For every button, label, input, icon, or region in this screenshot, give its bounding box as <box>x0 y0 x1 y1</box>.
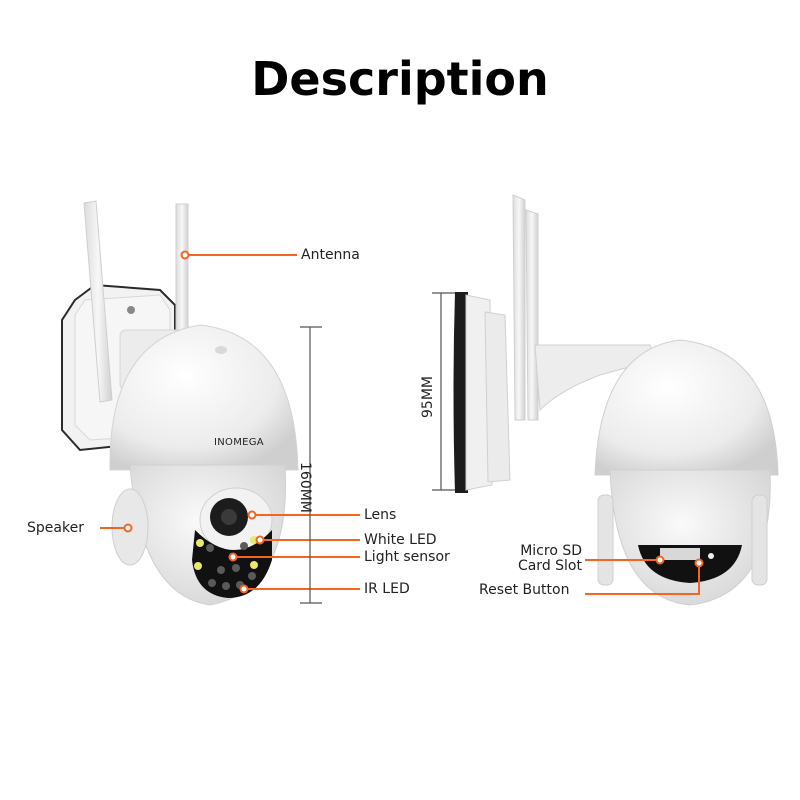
side-camera <box>453 194 779 606</box>
label-micro-sd-line2: Card Slot <box>517 558 582 574</box>
label-ir-led: IR LED <box>364 581 410 597</box>
label-light-sensor: Light sensor <box>364 549 450 565</box>
front-camera <box>61 200 299 606</box>
dimension-160mm: 160MM <box>297 462 313 513</box>
label-reset-button: Reset Button <box>479 582 570 598</box>
label-speaker: Speaker <box>27 520 84 536</box>
page-title: Description <box>251 52 549 106</box>
label-antenna: Antenna <box>301 247 360 263</box>
brand-logo: INOMEGA <box>214 437 264 448</box>
label-micro-sd: Micro SD Card Slot <box>500 544 582 574</box>
label-lens: Lens <box>364 507 397 523</box>
dimension-95mm: 95MM <box>420 376 436 418</box>
label-white-led: White LED <box>364 532 437 548</box>
label-micro-sd-line1: Micro SD <box>520 543 582 559</box>
